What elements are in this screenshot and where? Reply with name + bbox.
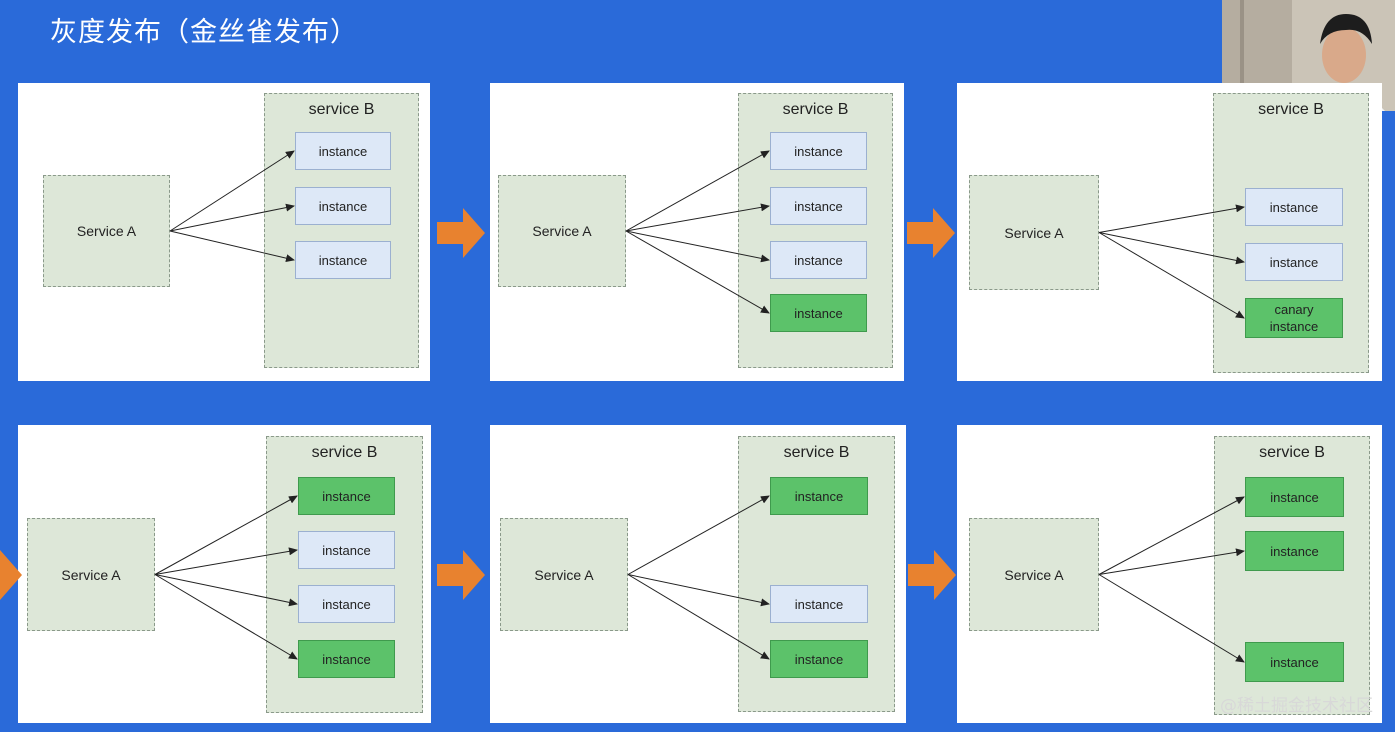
new-instance-box: instance bbox=[298, 640, 395, 678]
instance-label: instance bbox=[1270, 489, 1319, 505]
instance-label: instance bbox=[1270, 654, 1319, 670]
diagram-panel: service B Service A instance instance instan… bbox=[18, 83, 430, 381]
service-b-label: service B bbox=[311, 444, 378, 461]
old-instance-box: instance bbox=[770, 187, 867, 225]
new-instance-box: instance bbox=[1245, 642, 1344, 682]
instance-label: instance bbox=[1270, 543, 1319, 559]
new-instance-box: instance bbox=[770, 477, 868, 515]
service-a-box: Service A bbox=[43, 175, 170, 287]
service-a-label: Service A bbox=[1004, 224, 1064, 241]
old-instance-box: instance bbox=[770, 585, 868, 623]
instance-label: instance bbox=[318, 143, 368, 159]
service-b-label: service B bbox=[308, 101, 375, 118]
service-a-label: Service A bbox=[61, 566, 121, 583]
next-step-arrow-icon bbox=[437, 550, 485, 600]
instance-label: instance bbox=[794, 305, 843, 321]
instance-label: instance bbox=[794, 596, 844, 612]
old-instance-box: instance bbox=[298, 585, 395, 623]
new-instance-box: instance bbox=[1245, 531, 1344, 571]
old-instance-box: instance bbox=[295, 241, 391, 279]
next-step-arrow-icon bbox=[907, 208, 955, 258]
diagram-panel: service B Service A instance instance instan… bbox=[18, 425, 431, 723]
service-a-label: Service A bbox=[76, 223, 137, 239]
watermark: @稀土掘金技术社区 bbox=[1220, 696, 1373, 716]
instance-label: instance bbox=[318, 252, 368, 268]
new-instance-box: instance bbox=[298, 477, 395, 515]
next-step-arrow-icon bbox=[437, 208, 485, 258]
old-instance-box: instance bbox=[1245, 188, 1343, 226]
instance-label: instance bbox=[794, 143, 843, 159]
instance-label: instance bbox=[322, 488, 371, 504]
instance-label: instance bbox=[322, 651, 371, 667]
diagram-panel: service B Service A instance instance instan… bbox=[957, 425, 1382, 723]
service-a-label: Service A bbox=[532, 223, 592, 239]
old-instance-box: instance bbox=[295, 132, 391, 170]
new-instance-box: instance bbox=[770, 640, 868, 678]
service-a-box: Service A bbox=[27, 518, 155, 631]
service-b-label: service B bbox=[1259, 444, 1325, 461]
diagram-panel: service B Service A instance instance instan… bbox=[490, 83, 904, 381]
next-step-arrow-icon bbox=[0, 550, 22, 600]
instance-label: instance bbox=[794, 252, 843, 268]
service-a-label: Service A bbox=[534, 566, 594, 583]
instance-label: instance bbox=[322, 596, 371, 612]
instance-label: instance bbox=[318, 198, 368, 214]
old-instance-box: instance bbox=[298, 531, 395, 569]
diagram-panel: service B Service A instance instance instan… bbox=[490, 425, 906, 723]
service-b-label: service B bbox=[783, 444, 850, 461]
page-title: 灰度发布（金丝雀发布） bbox=[50, 17, 358, 48]
old-instance-box: instance bbox=[770, 241, 867, 279]
diagram-panel: service B Service A instance instance canary… bbox=[957, 83, 1382, 381]
instance-label: instance bbox=[794, 488, 844, 504]
service-a-box: Service A bbox=[500, 518, 628, 631]
service-b-label: service B bbox=[1258, 101, 1324, 118]
new-instance-box: instance bbox=[770, 294, 867, 332]
service-a-box: Service A bbox=[969, 175, 1099, 290]
service-a-box: Service A bbox=[498, 175, 626, 287]
service-a-label: Service A bbox=[1004, 566, 1064, 583]
old-instance-box: instance bbox=[295, 187, 391, 225]
old-instance-box: instance bbox=[1245, 243, 1343, 281]
instance-label: instance bbox=[322, 542, 371, 558]
new-instance-box: instance bbox=[1245, 477, 1344, 517]
instance-label: instance bbox=[1269, 254, 1319, 270]
instance-label: instance bbox=[794, 198, 843, 214]
service-b-label: service B bbox=[782, 101, 849, 118]
next-step-arrow-icon bbox=[908, 550, 956, 600]
instance-label: instance bbox=[1269, 199, 1319, 215]
old-instance-box: instance bbox=[770, 132, 867, 170]
service-a-box: Service A bbox=[969, 518, 1099, 631]
instance-label: instance bbox=[794, 651, 844, 667]
